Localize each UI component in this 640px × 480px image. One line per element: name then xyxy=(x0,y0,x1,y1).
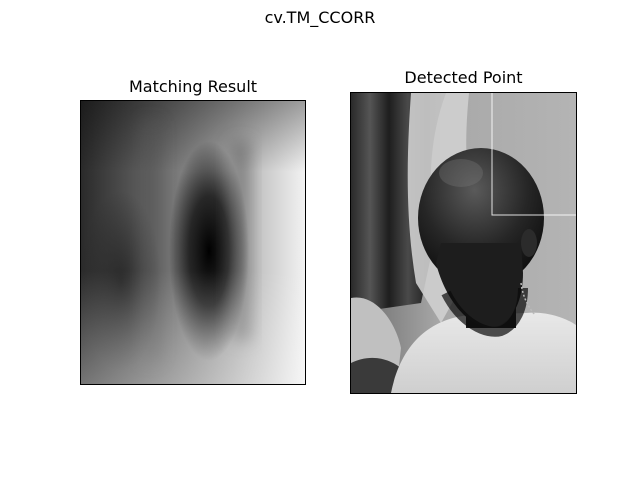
matching-result-title: Matching Result xyxy=(128,77,258,96)
detection-box xyxy=(491,93,576,216)
matching-result-heatmap xyxy=(80,100,306,385)
figure-title: cv.TM_CCORR xyxy=(264,8,376,27)
photo-shirt xyxy=(391,312,576,393)
detected-point-title: Detected Point xyxy=(404,68,523,87)
detected-point-photo xyxy=(350,92,577,394)
